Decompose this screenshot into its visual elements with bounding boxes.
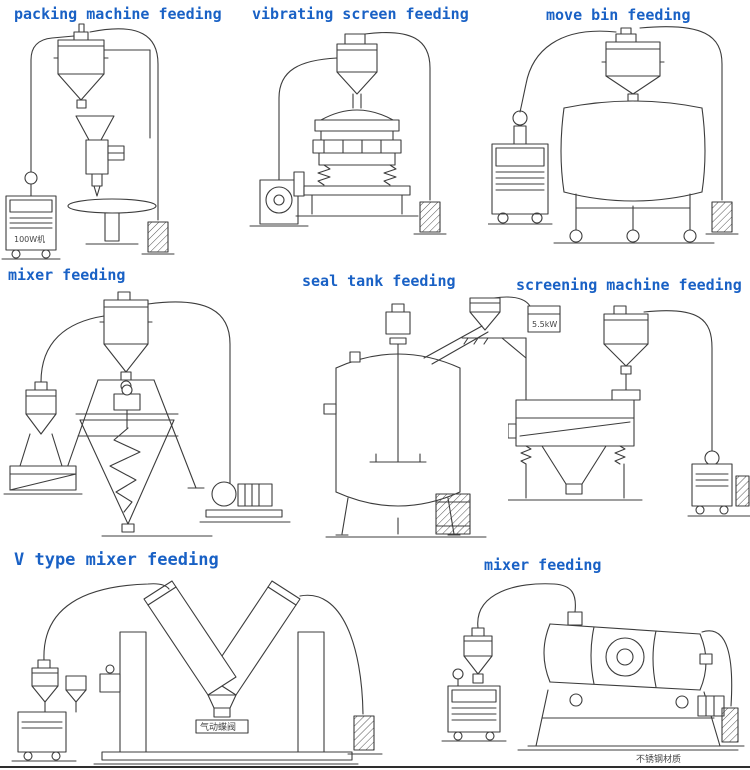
mobile-bin: [553, 100, 715, 244]
vacuum-feeder: [601, 27, 665, 102]
dust-filter: [347, 715, 383, 755]
packing-machine-feeding-diagram: 100W机: [1, 23, 175, 260]
label-mixer-feeding-2: mixer feeding: [484, 556, 602, 574]
vacuum-pipes: [519, 26, 723, 201]
vacuum-pump-cabinet: [687, 450, 750, 517]
page-bottom-rule: [0, 766, 750, 768]
label-vibrating-screen-feeding: vibrating screen feeding: [252, 5, 469, 23]
mixer-stand: [93, 631, 359, 765]
material-barrel: [325, 493, 487, 538]
vacuum-feeder: [336, 33, 378, 109]
drum-mixer-feeding-diagram: 不锈钢材质: [441, 583, 745, 765]
material-label: 不锈钢材质: [636, 753, 681, 765]
seal-tank-feeding-diagram: 5.5kW: [323, 296, 561, 538]
valve-label: 气动蝶阀: [200, 721, 236, 733]
dust-filter: [735, 475, 750, 507]
dust-filter: [715, 707, 745, 747]
vacuum-pump: [199, 481, 291, 523]
vacuum-feeder-unit: [441, 627, 507, 742]
dust-filter: [141, 221, 175, 255]
vacuum-pipes: [643, 310, 713, 453]
vacuum-pump-cabinet: [488, 110, 553, 225]
label-v-type-mixer-feeding: V type mixer feeding: [14, 550, 219, 570]
vibrating-screen-feeding-diagram: [249, 31, 447, 235]
drum-mixer: [543, 611, 713, 691]
v-mixer-body: 气动蝶阀: [143, 580, 301, 734]
vacuum-pipes: [40, 301, 231, 485]
mixer-feeding-diagram: [3, 291, 291, 537]
screening-machine-feeding-diagram: [508, 305, 750, 517]
vacuum-hopper: [53, 23, 109, 109]
screening-machine: [508, 389, 643, 501]
vacuum-feeder-unit: [11, 659, 87, 762]
unit-label: 5.5kW: [532, 320, 557, 329]
dust-filter: [705, 201, 739, 235]
feed-pipe: [423, 325, 489, 365]
mixer-base: 不锈钢材质: [517, 689, 739, 765]
vacuum-pipes: [477, 583, 733, 707]
dust-filter: [413, 201, 447, 235]
packing-machine: [67, 115, 157, 245]
vacuum-unit: 5.5kW: [493, 296, 561, 333]
label-packing-machine-feeding: packing machine feeding: [14, 5, 222, 23]
cyclone-feeder: [461, 297, 527, 405]
label-mixer-feeding: mixer feeding: [8, 266, 126, 284]
side-vacuum-feeder: [3, 381, 83, 495]
label-move-bin-feeding: move bin feeding: [546, 6, 691, 24]
v-type-mixer-feeding-diagram: 气动蝶阀: [11, 580, 383, 765]
vacuum-pipes: [30, 28, 159, 221]
vacuum-pipes: [278, 31, 431, 201]
vacuum-pipes: [43, 583, 364, 715]
tall-vacuum-feeder: [99, 291, 153, 392]
vibrating-screen: [295, 109, 419, 217]
conical-screw-mixer: [75, 384, 213, 537]
vacuum-pump-cabinet: 100W机: [1, 171, 61, 260]
vacuum-feeder: [603, 305, 649, 399]
vacuum-blower: [249, 171, 309, 227]
move-bin-feeding-diagram: [488, 26, 739, 244]
label-seal-tank-feeding: seal tank feeding: [302, 272, 456, 290]
label-screening-machine-feeding: screening machine feeding: [516, 276, 742, 294]
support-frame: [103, 49, 151, 139]
cabinet-label: 100W机: [14, 234, 45, 244]
